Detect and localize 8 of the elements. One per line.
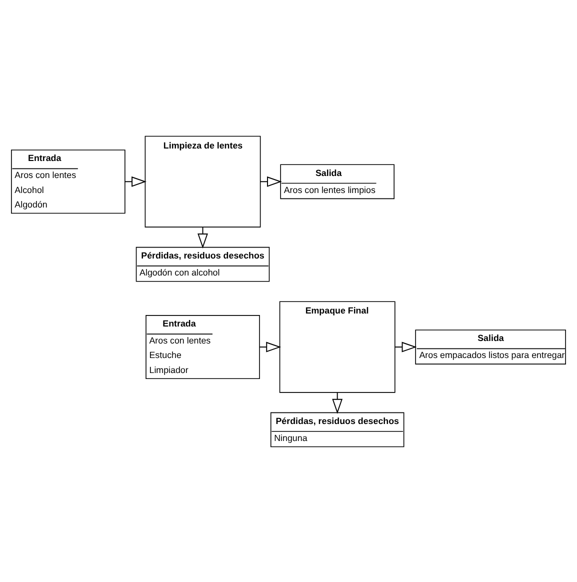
- arrow: [198, 226, 208, 248]
- arrow: [394, 341, 417, 352]
- arrow: [332, 392, 343, 414]
- arrow: [124, 176, 146, 186]
- arrow: [260, 176, 282, 186]
- arrow: [259, 341, 282, 352]
- node-box: Limpieza de lentes: [144, 135, 261, 227]
- node-box: Empaque Final: [279, 300, 396, 392]
